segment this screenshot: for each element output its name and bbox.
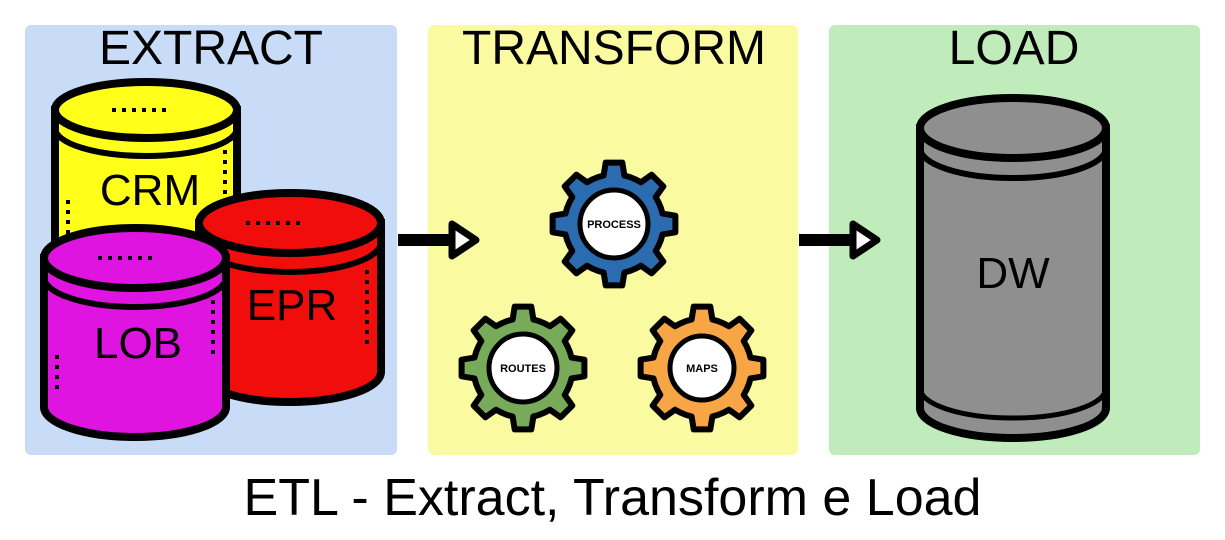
lob-database-icon: LOB bbox=[40, 224, 230, 441]
dw-label: DW bbox=[976, 249, 1050, 298]
diagram-caption: ETL - Extract, Transform e Load bbox=[243, 469, 982, 527]
dw-database-icon: DW bbox=[916, 94, 1110, 442]
routes-gear-icon: ROUTES bbox=[458, 303, 588, 433]
arrow-right-icon bbox=[799, 220, 881, 260]
transform-title: TRANSFORM bbox=[462, 22, 766, 75]
extract-title: EXTRACT bbox=[99, 22, 323, 75]
crm-label: CRM bbox=[100, 166, 200, 215]
maps-gear-icon: MAPS bbox=[637, 303, 767, 433]
arrow-right-icon bbox=[398, 220, 480, 260]
routes-label: ROUTES bbox=[500, 363, 546, 375]
lob-label: LOB bbox=[94, 319, 182, 368]
epr-label: EPR bbox=[247, 281, 337, 330]
maps-label: MAPS bbox=[686, 363, 718, 375]
process-label: PROCESS bbox=[587, 219, 641, 231]
load-title: LOAD bbox=[949, 22, 1080, 75]
epr-database-icon: EPR bbox=[195, 189, 385, 406]
process-gear-icon: PROCESS bbox=[549, 159, 679, 289]
